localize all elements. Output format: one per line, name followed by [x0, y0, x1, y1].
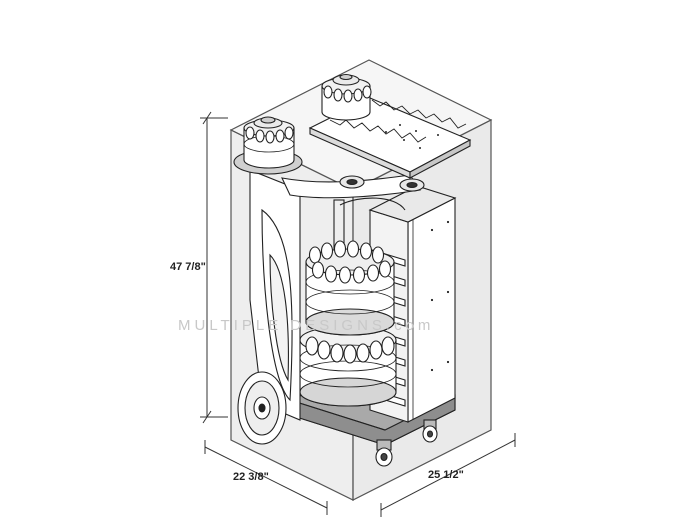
top-arm — [281, 174, 425, 211]
upper-rotor-pockets — [308, 240, 392, 284]
left-frame — [249, 169, 301, 421]
top-right-rotor — [321, 73, 372, 121]
width-dimension — [380, 433, 516, 517]
caster-front — [375, 439, 393, 467]
cabinet-rivets — [430, 220, 450, 372]
top-left-rotor — [233, 116, 303, 175]
height-label: 47 7/8" — [170, 261, 206, 273]
cart-assembly — [233, 73, 472, 467]
depth-dimension — [204, 440, 328, 515]
main-wheel — [237, 371, 287, 445]
width-label: 25 1/2" — [428, 469, 464, 481]
height-dimension — [200, 111, 228, 424]
depth-label: 22 3/8" — [233, 471, 269, 483]
top-tray — [308, 97, 472, 179]
lower-rotor-pockets — [305, 336, 395, 364]
watermark: MULTIPLE DESIGNS.com — [178, 317, 434, 334]
caster-right — [422, 419, 438, 443]
